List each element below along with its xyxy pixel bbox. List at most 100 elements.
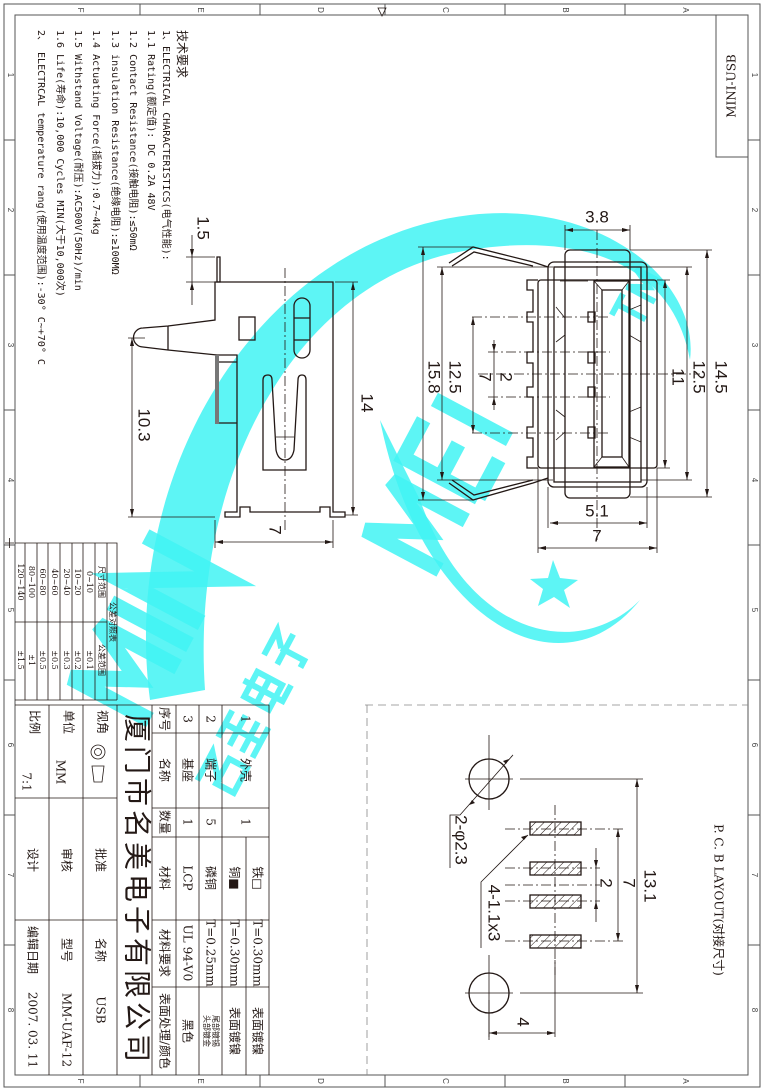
front-notched-edge [526, 279, 538, 469]
border-row-label: 1 [6, 73, 15, 78]
bom-cell: 1 [181, 818, 195, 826]
dim-label: 7 [592, 526, 601, 545]
bom-cell: T=0.30mm [228, 919, 242, 987]
border-column-label: A [681, 7, 690, 13]
watermark-logo [66, 213, 691, 797]
border-column-label: E [196, 7, 205, 12]
side-strip-lines [219, 361, 237, 424]
front-dim-lines [418, 225, 712, 553]
dim-label: 12.5 [446, 360, 465, 393]
border-row-label: 7 [6, 873, 15, 878]
tolerance-range: 120~140 [16, 563, 25, 600]
pad-note: 4-1.1x3 [485, 885, 504, 942]
tech-requirements: 技术要求 1、ELECTRICAL CHARACTERISTICS(电气性能):… [35, 30, 189, 365]
watermark-letters-mei [361, 392, 514, 577]
bom-cell: UL 94-V0 [181, 925, 195, 982]
pcb-dim-lines [449, 754, 638, 1037]
pcb-layout-title: P. C. B LAYOUT(对接尺寸) [712, 824, 727, 976]
name-value: USB [94, 996, 108, 1023]
pcb-region-border [365, 704, 748, 1075]
approve-label: 批准 [94, 848, 109, 872]
pcb-pad [529, 821, 582, 836]
border-column-label: D [316, 7, 325, 13]
border-row-label: 8 [6, 1008, 15, 1013]
bom-cell: 外壳 [239, 758, 253, 782]
tolerance-range: 60~80 [38, 568, 47, 595]
bom-cell: 头部镀金 [202, 1015, 212, 1047]
bom-cell: 5 [204, 818, 218, 826]
dim-label: 7 [266, 525, 285, 534]
bom-cell: 铁□ [251, 866, 265, 889]
tolerance-header: 尺寸范围 [97, 566, 107, 598]
dim-label: 15.8 [425, 360, 444, 393]
tolerance-table: 公差对照表 尺寸范围公差范围0~10±0.110~20±0.220~40±0.3… [15, 542, 118, 701]
side-spring-contact [262, 374, 307, 471]
bom-header: 名称 [158, 758, 173, 782]
date-label: 编辑日期 [26, 926, 41, 974]
border-column-label: C [441, 1078, 450, 1084]
tolerance-grid [15, 542, 118, 701]
front-shell [547, 261, 648, 488]
dim-label: 14.5 [712, 360, 731, 393]
border-row-label: 3 [6, 343, 15, 348]
side-pin [216, 256, 221, 283]
dim-label: 1.5 [194, 216, 213, 240]
border-row-label: 5 [6, 608, 15, 613]
border-row-label: 4 [6, 478, 15, 483]
dim-label: 13.1 [641, 869, 660, 902]
bom-header: 序号 [158, 707, 173, 731]
tech-line: 1.1 Rating(额定值): DC 0.2A 48V [145, 30, 158, 211]
pcb-pads [529, 821, 582, 949]
design-label: 设计 [26, 848, 40, 872]
tolerance-range: 40~60 [50, 568, 59, 595]
border-column-label: D [316, 1078, 325, 1084]
bom-cell: 基座 [181, 758, 196, 782]
bom-cell: 黑色 [181, 1019, 195, 1043]
dim-label: 5.1 [585, 501, 609, 520]
border-column-label: A [681, 1078, 690, 1084]
hole-note: 2-φ2.3 [452, 815, 471, 865]
tolerance-value: ±0.5 [38, 650, 47, 669]
side-slot [293, 297, 311, 359]
watermark-star-icon [530, 560, 578, 608]
dim-label: 7 [620, 878, 639, 887]
border-row-label: 4 [750, 478, 759, 483]
bom-cell: T=0.30mm [251, 919, 265, 987]
bom-cell: 2 [204, 715, 218, 723]
tolerance-range: 20~40 [62, 568, 71, 595]
tolerance-title: 公差对照表 [108, 602, 118, 642]
bom-cell: 3 [181, 715, 195, 723]
tolerance-range: 80~100 [27, 566, 36, 598]
review-label: 审核 [60, 848, 75, 872]
tech-line: 1.2 Contact Resistance(接触电阻):≤50mΩ [127, 30, 140, 251]
company-name: 厦门市名美电子有限公司 [121, 714, 154, 1066]
bom-cell: 尾部镀锡 [211, 1015, 221, 1047]
border-row-label: 1 [750, 73, 759, 78]
border-row-label: 8 [750, 1008, 759, 1013]
border-column-label: E [196, 1078, 205, 1083]
tech-line: 2、 ELECTRCAL temperature rang(使用温度范围):-3… [35, 30, 48, 365]
front-view-drawing: 3.8 15.8 12.5 7 2 11 12.5 14.5 5.1 7 [418, 207, 731, 553]
front-centerlines [472, 230, 700, 540]
watermark-letters-min [66, 529, 257, 728]
unit-label: 单位 [62, 710, 77, 734]
side-square-hole [238, 316, 256, 341]
border-row-label: 6 [6, 743, 15, 748]
dim-label: 3.8 [585, 207, 609, 226]
centering-mark-icon [5, 7, 387, 548]
bom-cell: 1 [239, 818, 253, 826]
bom-cell: 表面镀镍 [251, 1007, 265, 1055]
date-value: 2007. 03. 11 [26, 992, 40, 1068]
dim-label: 7 [476, 372, 495, 381]
pcb-pad [529, 894, 582, 909]
bom-cell: 表面镀镍 [228, 1007, 242, 1055]
unit-value: MM [54, 760, 68, 785]
border-column-label: F [76, 1079, 85, 1084]
tech-line: 1.3 insulation Resistance(绝缘电阻):≥100MΩ [109, 30, 122, 275]
view-label: 视角 [96, 710, 111, 734]
tolerance-range: 0~10 [85, 571, 94, 593]
tech-heading: 技术要求 [175, 30, 189, 78]
tolerance-range: 10~20 [73, 568, 82, 595]
